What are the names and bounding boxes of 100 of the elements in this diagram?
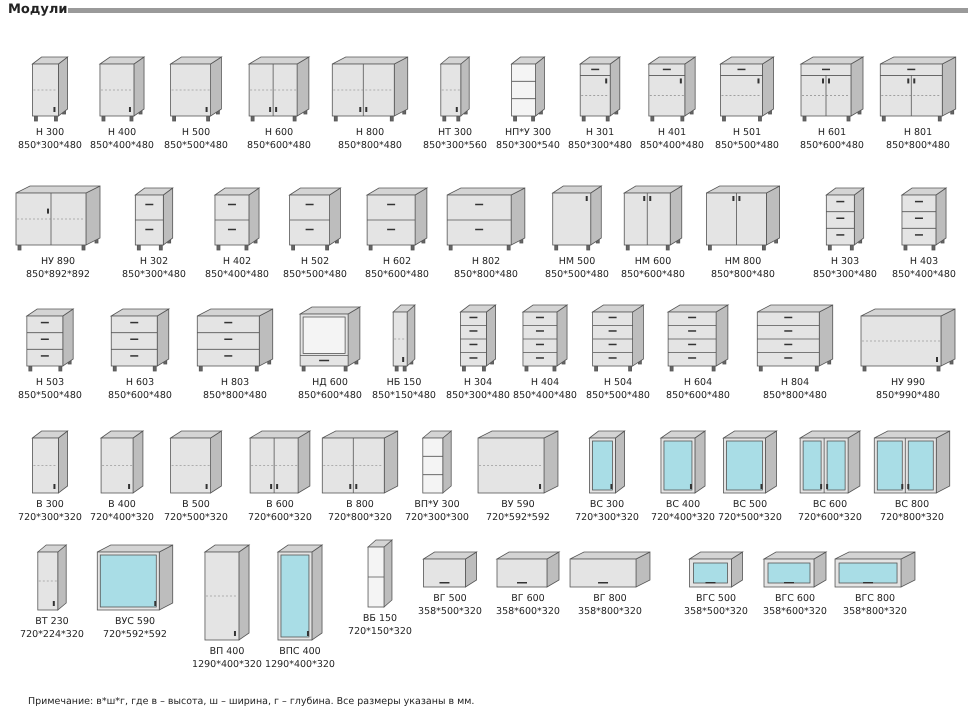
module-code: ВТ 230 [35,616,69,628]
module-dimensions: 850*300*540 [496,140,560,152]
module-dimensions: 850*600*480 [298,390,362,402]
module-code: НД 600 [312,377,348,389]
module-dimensions: 850*990*480 [876,390,940,402]
module-code: В 300 [36,499,64,511]
module-code: НБ 150 [386,377,422,389]
module-code: НУ 990 [890,377,926,389]
module-dimensions: 720*500*320 [164,512,228,524]
module-dimensions: 358*600*320 [496,606,560,618]
module-code: ВГ 500 [433,593,467,605]
module-code: ВУС 590 [114,616,156,628]
module-code: ВГС 800 [854,593,896,605]
module-code: В 800 [346,499,374,511]
module-code: Н 801 [904,127,932,139]
module-code: Н 803 [220,377,250,389]
module-dimensions: 850*892*892 [26,269,90,281]
module-code: Н 404 [530,377,560,389]
module-code: ВС 300 [590,499,624,511]
module-dimensions: 720*800*320 [880,512,944,524]
module-code: НП*У 300 [505,127,551,139]
module-dimensions: 850*500*480 [715,140,779,152]
module-dimensions: 720*600*320 [798,512,862,524]
module-code: В 600 [266,499,294,511]
module-dimensions: 850*800*480 [763,390,827,402]
module-code: Н 800 [356,127,384,139]
module-dimensions: 720*592*592 [103,629,167,641]
module-dimensions: 850*500*480 [18,390,82,402]
module-dimensions: 358*800*320 [843,606,907,618]
module-code: ВУ 590 [501,499,535,511]
module-code: Н 500 [182,127,210,139]
module-code: Н 604 [684,377,712,389]
module-dimensions: 720*300*320 [18,512,82,524]
module-dimensions: 720*600*320 [248,512,312,524]
module-code: Н 401 [658,127,686,139]
module-code: Н 502 [300,256,330,268]
module-dimensions: 720*300*300 [405,512,469,524]
module-code: НМ 600 [634,256,672,268]
module-code: ВГС 600 [774,593,816,605]
module-dimensions: 850*600*480 [621,269,685,281]
module-code: Н 300 [36,127,64,139]
module-code: В 500 [182,499,210,511]
module-dimensions: 850*800*480 [711,269,775,281]
module-code: ВП*У 300 [414,499,460,511]
module-dimensions: 720*300*320 [575,512,639,524]
module-dimensions: 850*500*480 [586,390,650,402]
module-code: Н 400 [108,127,136,139]
module-code: Н 802 [472,256,500,268]
module-code: Н 301 [586,127,614,139]
module-dimensions: 850*800*480 [886,140,950,152]
module-dimensions: 850*600*480 [800,140,864,152]
module-dimensions: 720*224*320 [20,629,84,641]
module-dimensions: 358*800*320 [578,606,642,618]
module-code: Н 804 [780,377,810,389]
module-dimensions: 850*600*480 [365,269,429,281]
module-code: Н 304 [464,377,492,389]
module-code: ВС 600 [812,499,848,511]
module-code: В 400 [108,499,136,511]
module-dimensions: 850*500*480 [164,140,228,152]
module-dimensions: 720*400*320 [90,512,154,524]
module-dimensions: 850*600*480 [247,140,311,152]
module-dimensions: 850*300*480 [446,390,510,402]
module-code: ВС 400 [666,499,700,511]
module-code: Н 402 [222,256,252,268]
module-dimensions: 850*800*480 [454,269,518,281]
module-dimensions: 850*500*480 [283,269,347,281]
module-dimensions: 1290*400*320 [192,659,262,671]
module-dimensions: 720*400*320 [651,512,715,524]
module-dimensions: 1290*400*320 [265,659,335,671]
module-code: ВГС 500 [696,593,736,605]
module-dimensions: 850*300*480 [568,140,632,152]
module-dimensions: 850*400*480 [205,269,269,281]
footnote: Примечание: в*ш*г, где в – высота, ш – ширина, г – глубина. Все размеры указаны в мм. [28,696,474,707]
module-dimensions: 850*300*560 [423,140,487,152]
module-code: Н 600 [264,127,294,139]
module-dimensions: 850*600*480 [666,390,730,402]
module-code: Н 302 [140,256,168,268]
module-dimensions: 850*300*480 [813,269,877,281]
module-dimensions: 850*800*480 [338,140,402,152]
module-dimensions: 850*500*480 [545,269,609,281]
module-code: Н 503 [36,377,64,389]
module-dimensions: 720*500*320 [718,512,782,524]
module-dimensions: 850*400*480 [892,269,956,281]
module-dimensions: 358*600*320 [763,606,827,618]
module-code: НУ 890 [40,256,76,268]
module-code: ВП 400 [210,646,244,658]
module-dimensions: 358*500*320 [418,606,482,618]
module-code: Н 601 [818,127,846,139]
module-code: ВПС 400 [279,646,321,658]
module-dimensions: 720*592*592 [486,512,550,524]
module-dimensions: 720*150*320 [348,626,412,638]
module-dimensions: 850*300*480 [18,140,82,152]
module-code: ВГ 800 [593,593,627,605]
module-code: ВГ 600 [511,593,545,605]
module-dimensions: 358*500*320 [684,606,748,618]
module-dimensions: 720*800*320 [328,512,392,524]
module-code: ВС 500 [732,499,768,511]
module-dimensions: 850*400*480 [90,140,154,152]
module-dimensions: 850*400*480 [640,140,704,152]
module-code: НМ 800 [724,256,762,268]
